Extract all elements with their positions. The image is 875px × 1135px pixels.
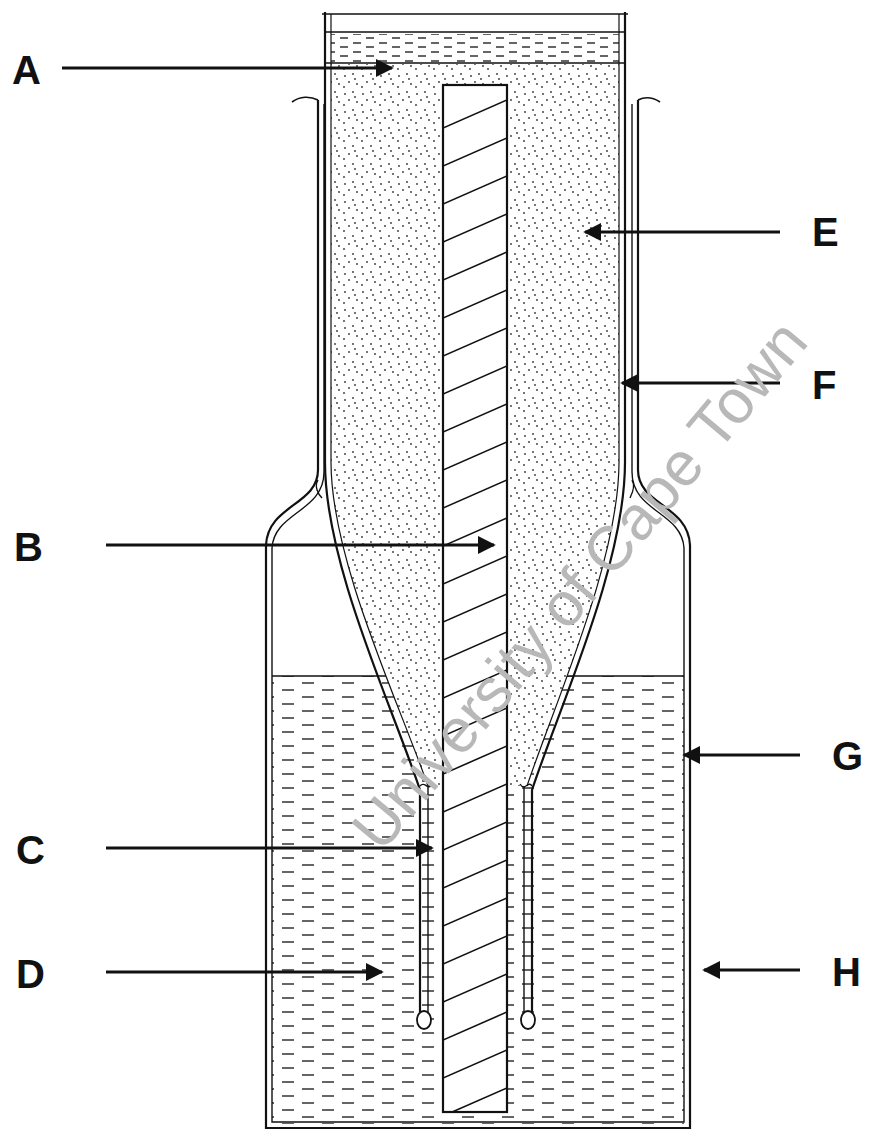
rod-stripe (443, 176, 507, 204)
rod-stripe (443, 480, 507, 508)
rod-stripe (443, 442, 507, 470)
part-label: B (14, 527, 43, 567)
part-label: G (832, 736, 863, 776)
leader-arrow (704, 969, 800, 972)
rod-stripe (443, 290, 507, 318)
part-label: D (16, 954, 45, 994)
rod-stripe (443, 1012, 507, 1040)
rod-stripe (443, 1088, 507, 1112)
rod-stripe (443, 822, 507, 850)
neck-seal (316, 480, 322, 498)
rod-stripe (443, 898, 507, 926)
part-label: H (832, 952, 861, 992)
rod-stripe (443, 404, 507, 432)
rod-stripe (443, 1050, 507, 1078)
bottle-lip (292, 97, 318, 102)
rod-stripe (443, 100, 507, 128)
tube-top (322, 13, 628, 15)
inner-tube-wall (325, 12, 420, 1012)
drop (417, 1011, 431, 1029)
rod (443, 85, 507, 1112)
rod-stripes (443, 100, 507, 1112)
leader-arrow (684, 754, 800, 757)
rod-stripe (443, 974, 507, 1002)
rod-stripe (443, 556, 507, 584)
rod-stripe (443, 214, 507, 242)
inner-tube-wall (331, 14, 428, 786)
part-label: F (812, 365, 836, 405)
part-label: C (16, 830, 45, 870)
rod-stripe (443, 594, 507, 622)
rod-stripe (443, 518, 507, 546)
rod-stripe (443, 328, 507, 356)
membrane (523, 786, 524, 1012)
membrane-edge (520, 784, 532, 787)
part-label: E (812, 212, 839, 252)
rod-stripe (443, 252, 507, 280)
drop (521, 1011, 535, 1029)
leader-arrow (106, 971, 382, 974)
top-layer (331, 34, 619, 62)
rod-stripe (443, 936, 507, 964)
bottle-lip (638, 98, 660, 102)
top-layer-line (325, 31, 625, 33)
rod-stripe (443, 860, 507, 888)
top-layer-line (325, 62, 625, 64)
leader-arrow (106, 544, 494, 547)
rod-stripe (443, 784, 507, 812)
rod-stripe (443, 138, 507, 166)
leader-arrow (585, 231, 780, 234)
part-label: A (12, 50, 41, 90)
membrane (427, 786, 428, 1012)
rod-stripe (443, 366, 507, 394)
leader-arrow (62, 67, 392, 70)
